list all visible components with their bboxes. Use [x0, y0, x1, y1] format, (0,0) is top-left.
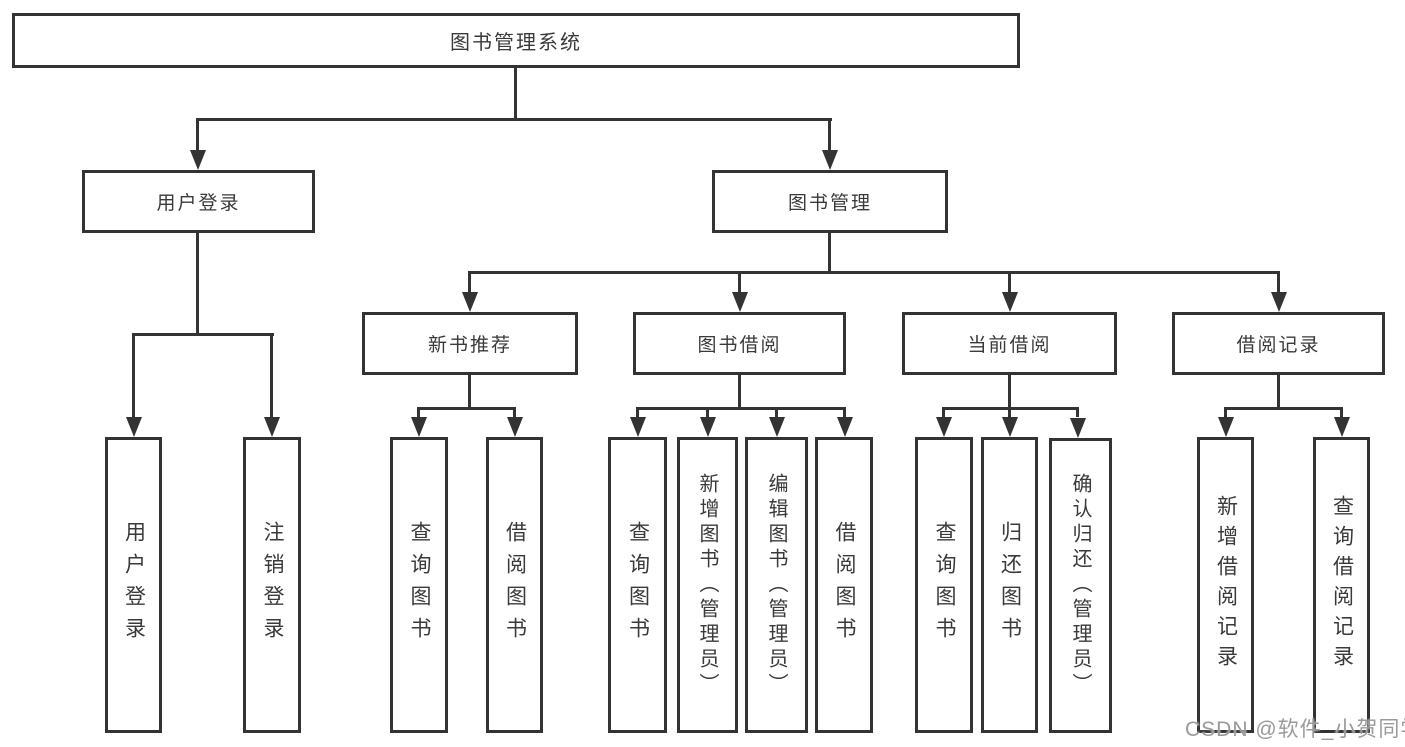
- connector-new-books-branch: [417, 407, 516, 410]
- node-book-mgmt-label: 图书管理: [787, 193, 872, 214]
- leaf-add-book-admin-label: 新增图书（管理员）: [696, 472, 718, 698]
- arrow-down-icon: [190, 150, 206, 170]
- arrow-down-icon: [769, 417, 785, 437]
- connector-to-leaf: [636, 407, 639, 417]
- arrow-down-icon: [1334, 417, 1350, 437]
- connector-to-book-mgmt: [828, 118, 831, 150]
- connector-book-borrow-stem: [738, 375, 741, 409]
- connector-to-leaf: [1224, 407, 1227, 417]
- connector-to-leaf: [1008, 407, 1011, 417]
- connector-to-user-login: [196, 118, 199, 150]
- node-current-borrow: 当前借阅: [902, 312, 1117, 375]
- node-new-books-label: 新书推荐: [427, 335, 512, 356]
- connector-to-leaf: [775, 407, 778, 417]
- arrow-down-icon: [1070, 418, 1086, 438]
- arrow-down-icon: [1218, 417, 1234, 437]
- connector-to-book-borrow: [738, 271, 741, 292]
- connector-book-mgmt-stem: [828, 233, 831, 273]
- connector-borrow-records-branch: [1224, 407, 1343, 410]
- leaf-borrow-books-label: 借阅图书: [503, 521, 527, 649]
- connector-to-borrow-records: [1277, 271, 1280, 292]
- connector-user-login-stem: [196, 233, 199, 335]
- leaf-add-borrow-record-label: 新增借阅记录: [1214, 495, 1238, 675]
- leaf-query-books-borrow: 查询图书: [608, 437, 667, 733]
- arrow-down-icon: [630, 417, 646, 437]
- connector-borrow-records-stem: [1277, 375, 1280, 409]
- node-book-borrow-label: 图书借阅: [697, 335, 782, 356]
- leaf-query-books-label: 查询图书: [626, 521, 650, 649]
- connector-root-stem: [514, 68, 517, 120]
- leaf-edit-book-admin: 编辑图书（管理员）: [745, 437, 808, 733]
- arrow-down-icon: [411, 417, 427, 437]
- node-borrow-records: 借阅记录: [1172, 312, 1385, 375]
- node-new-books: 新书推荐: [362, 312, 578, 375]
- leaf-add-book-admin: 新增图书（管理员）: [677, 437, 738, 733]
- leaf-return-books-label: 归还图书: [998, 521, 1022, 649]
- node-book-mgmt: 图书管理: [712, 170, 948, 233]
- arrow-down-icon: [1002, 292, 1018, 312]
- leaf-add-borrow-record: 新增借阅记录: [1197, 437, 1254, 733]
- leaf-user-login: 用户登录: [105, 437, 162, 733]
- connector-new-books-stem: [468, 375, 471, 409]
- connector-to-leaf: [417, 407, 420, 417]
- leaf-query-books-current: 查询图书: [915, 437, 973, 733]
- connector-book-mgmt-branch: [468, 271, 1280, 274]
- connector-current-borrow-stem: [1008, 375, 1011, 409]
- leaf-user-login-label: 用户登录: [122, 521, 146, 649]
- node-user-login: 用户登录: [82, 170, 315, 233]
- arrow-down-icon: [732, 292, 748, 312]
- connector-to-leaf: [1340, 407, 1343, 417]
- arrow-down-icon: [126, 417, 142, 437]
- connector-to-leaf: [942, 407, 945, 417]
- csdn-watermark: CSDN @软件_小贺同学: [1185, 718, 1405, 741]
- arrow-down-icon: [822, 150, 838, 170]
- leaf-logout: 注销登录: [243, 437, 301, 733]
- connector-user-login-branch: [132, 333, 274, 336]
- node-root-label: 图书管理系统: [450, 32, 582, 54]
- node-borrow-records-label: 借阅记录: [1236, 335, 1321, 356]
- arrow-down-icon: [1271, 292, 1287, 312]
- connector-to-leaf: [513, 407, 516, 417]
- node-root-system: 图书管理系统: [12, 13, 1020, 68]
- leaf-borrow-books-borrow: 借阅图书: [815, 437, 873, 733]
- node-current-borrow-label: 当前借阅: [967, 335, 1052, 356]
- arrow-down-icon: [264, 417, 280, 437]
- connector-to-new-books: [468, 271, 471, 292]
- leaf-borrow-books-label: 借阅图书: [833, 521, 856, 649]
- leaf-query-books-newbooks: 查询图书: [390, 437, 448, 733]
- connector-to-leaf: [132, 333, 135, 417]
- arrow-down-icon: [462, 292, 478, 312]
- leaf-confirm-return-admin: 确认归还（管理员）: [1049, 438, 1112, 733]
- arrow-down-icon: [936, 417, 952, 437]
- leaf-logout-label: 注销登录: [261, 521, 284, 649]
- node-book-borrow: 图书借阅: [633, 312, 846, 375]
- leaf-query-borrow-record-label: 查询借阅记录: [1330, 495, 1354, 675]
- connector-to-leaf: [1076, 407, 1079, 417]
- connector-book-borrow-branch: [636, 407, 846, 410]
- connector-to-leaf: [270, 333, 273, 417]
- connector-root-branch: [196, 118, 832, 121]
- connector-to-leaf: [706, 407, 709, 417]
- arrow-down-icon: [837, 417, 853, 437]
- leaf-return-books: 归还图书: [981, 437, 1038, 733]
- connector-to-leaf: [843, 407, 846, 417]
- leaf-borrow-books-newbooks: 借阅图书: [486, 437, 543, 733]
- arrow-down-icon: [1002, 417, 1018, 437]
- leaf-query-books-label: 查询图书: [408, 521, 431, 649]
- leaf-query-books-label: 查询图书: [933, 521, 956, 649]
- arrow-down-icon: [507, 417, 523, 437]
- leaf-confirm-return-admin-label: 确认归还（管理员）: [1069, 473, 1091, 698]
- arrow-down-icon: [700, 417, 716, 437]
- connector-to-current-borrow: [1008, 271, 1011, 292]
- leaf-edit-book-admin-label: 编辑图书（管理员）: [765, 472, 787, 698]
- leaf-query-borrow-record: 查询借阅记录: [1313, 437, 1370, 733]
- node-user-login-label: 用户登录: [156, 193, 241, 214]
